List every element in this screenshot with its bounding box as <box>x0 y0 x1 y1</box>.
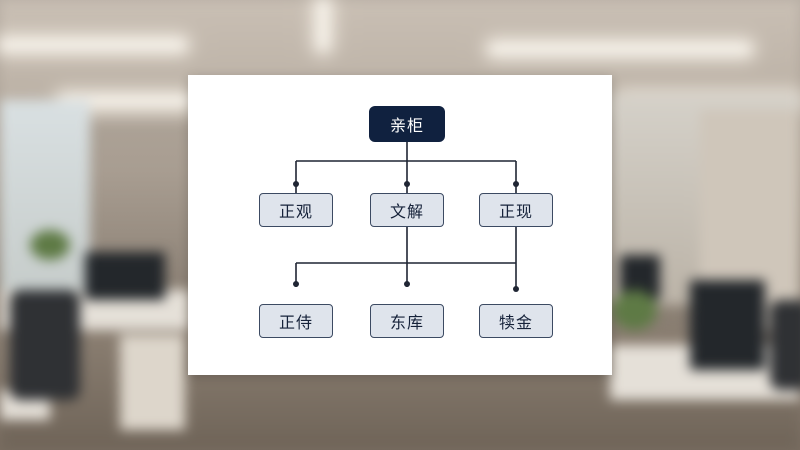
connector-dot <box>404 281 410 287</box>
connector-dot <box>293 281 299 287</box>
root-node-label: 亲柜 <box>389 116 424 135</box>
root-node: 亲柜 <box>369 106 445 142</box>
level2-node-right: 犊金 <box>479 304 553 338</box>
ceiling-light <box>318 0 328 50</box>
plant <box>30 230 70 260</box>
connector-lines <box>293 142 519 292</box>
window <box>0 100 90 300</box>
level2-node-left: 正侍 <box>259 304 333 338</box>
level2-node-center: 东库 <box>370 304 444 338</box>
connector-dot <box>293 181 299 187</box>
node-label: 东库 <box>389 313 424 332</box>
level1-node-center: 文解 <box>370 193 444 227</box>
node-label: 文解 <box>389 202 424 221</box>
ceiling-light <box>0 40 185 50</box>
node-label: 正现 <box>498 202 533 221</box>
office-chair <box>770 300 800 390</box>
connector-dot <box>513 286 519 292</box>
level1-node-left: 正观 <box>259 193 333 227</box>
ceiling-light <box>60 96 190 106</box>
monitor <box>85 252 165 300</box>
plant <box>612 290 657 330</box>
node-label: 犊金 <box>498 313 533 332</box>
org-chart-card: 亲柜 正观 文解 正现 正侍 东库 犊金 <box>188 75 612 375</box>
node-label: 正观 <box>278 202 313 221</box>
node-label: 正侍 <box>278 313 313 332</box>
office-chair <box>10 290 80 400</box>
cabinet <box>120 335 185 430</box>
level1-node-right: 正现 <box>479 193 553 227</box>
connector-dot <box>404 181 410 187</box>
connector-dot <box>513 181 519 187</box>
ceiling-light <box>490 44 750 54</box>
monitor <box>690 280 765 370</box>
